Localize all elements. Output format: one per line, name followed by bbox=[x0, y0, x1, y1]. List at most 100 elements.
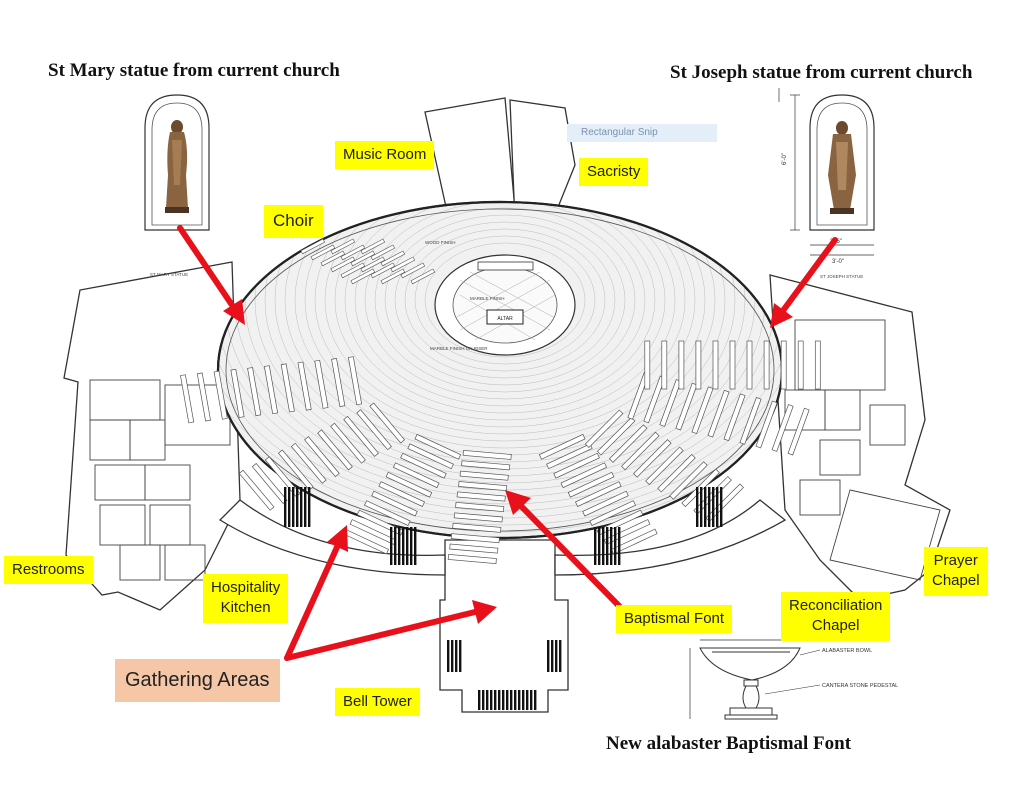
pew bbox=[280, 363, 295, 413]
pew bbox=[705, 483, 744, 522]
font-heading: New alabaster Baptismal Font bbox=[606, 733, 852, 754]
gathering-walkway bbox=[218, 499, 446, 576]
altar-label: ALTAR bbox=[497, 316, 513, 322]
hospitality-kitchen-label: Hospitality Kitchen bbox=[203, 574, 289, 623]
pew bbox=[369, 402, 406, 444]
stair-step bbox=[594, 527, 597, 565]
alabaster-bowl-callout: ALABASTER BOWL bbox=[822, 648, 872, 654]
stair-step bbox=[498, 690, 501, 710]
stair-hatches bbox=[284, 487, 723, 710]
floor-ring bbox=[304, 202, 706, 442]
pew bbox=[385, 471, 433, 498]
stair-step bbox=[555, 640, 558, 672]
floor-ring bbox=[364, 202, 646, 400]
pew bbox=[213, 370, 228, 420]
stair-hatch bbox=[478, 690, 537, 710]
floor-ring bbox=[314, 202, 696, 435]
stair-step bbox=[708, 487, 711, 527]
pew bbox=[297, 361, 312, 411]
stair-step bbox=[704, 487, 707, 527]
sacristy-label: Sacristy bbox=[579, 158, 649, 187]
floor-ring bbox=[324, 202, 686, 428]
st-joseph-niche: 6'-0" 3'-6" 3'-0" bbox=[778, 88, 875, 265]
pew bbox=[458, 481, 508, 492]
stair-step bbox=[410, 527, 413, 565]
prayer-chapel-label: Prayer Chapel bbox=[924, 547, 988, 596]
choir-pew bbox=[370, 244, 396, 261]
stair-step bbox=[522, 690, 525, 710]
choir-label: Choir bbox=[264, 205, 323, 238]
stair-step bbox=[402, 527, 405, 565]
pew bbox=[456, 491, 506, 502]
floor-ring bbox=[394, 221, 616, 379]
pointer-arrows bbox=[177, 225, 838, 661]
floor-ring bbox=[404, 228, 606, 372]
pew bbox=[746, 340, 753, 390]
stair-step bbox=[486, 690, 489, 710]
floor-ring bbox=[218, 202, 782, 512]
west-wing-rooms bbox=[89, 379, 231, 581]
floor-ring bbox=[414, 235, 596, 365]
pew bbox=[712, 340, 719, 390]
choir-pew bbox=[380, 268, 406, 285]
stair-step bbox=[414, 527, 417, 565]
st-joseph-heading: St Joseph statue from current church bbox=[670, 62, 973, 83]
stair-hatch bbox=[547, 640, 562, 672]
stair-step bbox=[547, 640, 550, 672]
pew-block bbox=[447, 449, 512, 564]
pew bbox=[797, 340, 804, 390]
baptismal-font-drawing bbox=[689, 639, 821, 720]
pew bbox=[596, 416, 636, 456]
st-mary-niche bbox=[144, 94, 210, 231]
stair-hatch bbox=[390, 527, 417, 565]
stair-hatch bbox=[594, 527, 621, 565]
pew bbox=[304, 436, 340, 478]
pew bbox=[644, 340, 651, 390]
pew bbox=[447, 554, 497, 564]
stair-step bbox=[490, 690, 493, 710]
pew bbox=[314, 359, 329, 409]
pew bbox=[657, 453, 696, 493]
pew bbox=[589, 500, 636, 526]
pew-block bbox=[627, 372, 810, 456]
pew bbox=[331, 358, 346, 407]
pew bbox=[763, 340, 770, 390]
pew bbox=[739, 397, 762, 445]
choir-pew bbox=[350, 250, 376, 267]
pew bbox=[661, 340, 668, 390]
st-mary-heading: St Mary statue from current church bbox=[48, 60, 340, 81]
cantera-pedestal-callout: CANTERA STONE PEDESTAL bbox=[822, 683, 898, 689]
stair-step bbox=[510, 690, 513, 710]
pew bbox=[780, 340, 787, 390]
arrow-st-mary bbox=[177, 225, 245, 325]
stair-step bbox=[720, 487, 723, 527]
pew bbox=[449, 543, 499, 554]
sanctuary: ALTAR bbox=[434, 254, 576, 356]
stair-step bbox=[506, 690, 509, 710]
altar bbox=[486, 309, 524, 325]
st-joseph-statue bbox=[828, 121, 856, 214]
pew bbox=[378, 481, 425, 507]
choir-pew bbox=[360, 256, 386, 273]
pew bbox=[364, 500, 411, 526]
gathering-walkway-east bbox=[554, 499, 787, 576]
pew bbox=[461, 460, 511, 471]
floor-ring bbox=[294, 202, 716, 449]
pew bbox=[669, 461, 708, 500]
pew bbox=[392, 462, 440, 489]
floor-ring bbox=[384, 214, 626, 386]
choir-pew bbox=[330, 238, 356, 255]
choir-pew bbox=[340, 244, 366, 261]
stair-step bbox=[292, 487, 295, 527]
pew bbox=[560, 462, 608, 489]
choir-pew bbox=[300, 238, 326, 255]
pew bbox=[678, 340, 685, 390]
nave bbox=[180, 200, 821, 564]
stair-step bbox=[614, 527, 617, 565]
pew bbox=[407, 443, 454, 470]
stair-step bbox=[478, 690, 481, 710]
pew bbox=[633, 439, 672, 478]
floor-ring bbox=[334, 202, 676, 421]
dimension-width-b: 3'-0" bbox=[832, 259, 844, 265]
stair-step bbox=[700, 487, 703, 527]
